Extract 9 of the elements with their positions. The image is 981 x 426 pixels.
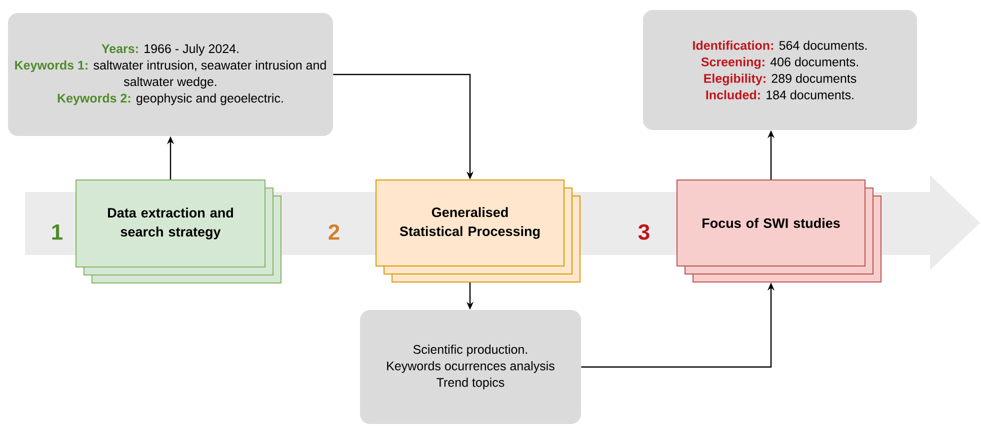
step-number: 2 bbox=[328, 224, 340, 240]
info-box: Years: 1966 - July 2024. Keywords 1: saltwater intrusion, seawater intrusion and saltwater wedge. Keywords 2: geophysic and geoelectric. bbox=[8, 13, 333, 136]
stacked-box: Focus of SWI studies bbox=[676, 180, 882, 282]
step-number: 3 bbox=[638, 224, 650, 240]
info-box: Scientific production. Keywords ocurrences analysis Trend topics bbox=[360, 310, 581, 424]
stacked-box: Generalised Statistical Processing bbox=[376, 180, 580, 282]
stacked-box: Data extraction and search strategy bbox=[76, 180, 282, 284]
step-number: 1 bbox=[52, 224, 62, 240]
info-box: Identification: 564 documents. Screening: 406 documents. Elegibility: 289 documents Included: 184 documents. bbox=[643, 10, 918, 130]
